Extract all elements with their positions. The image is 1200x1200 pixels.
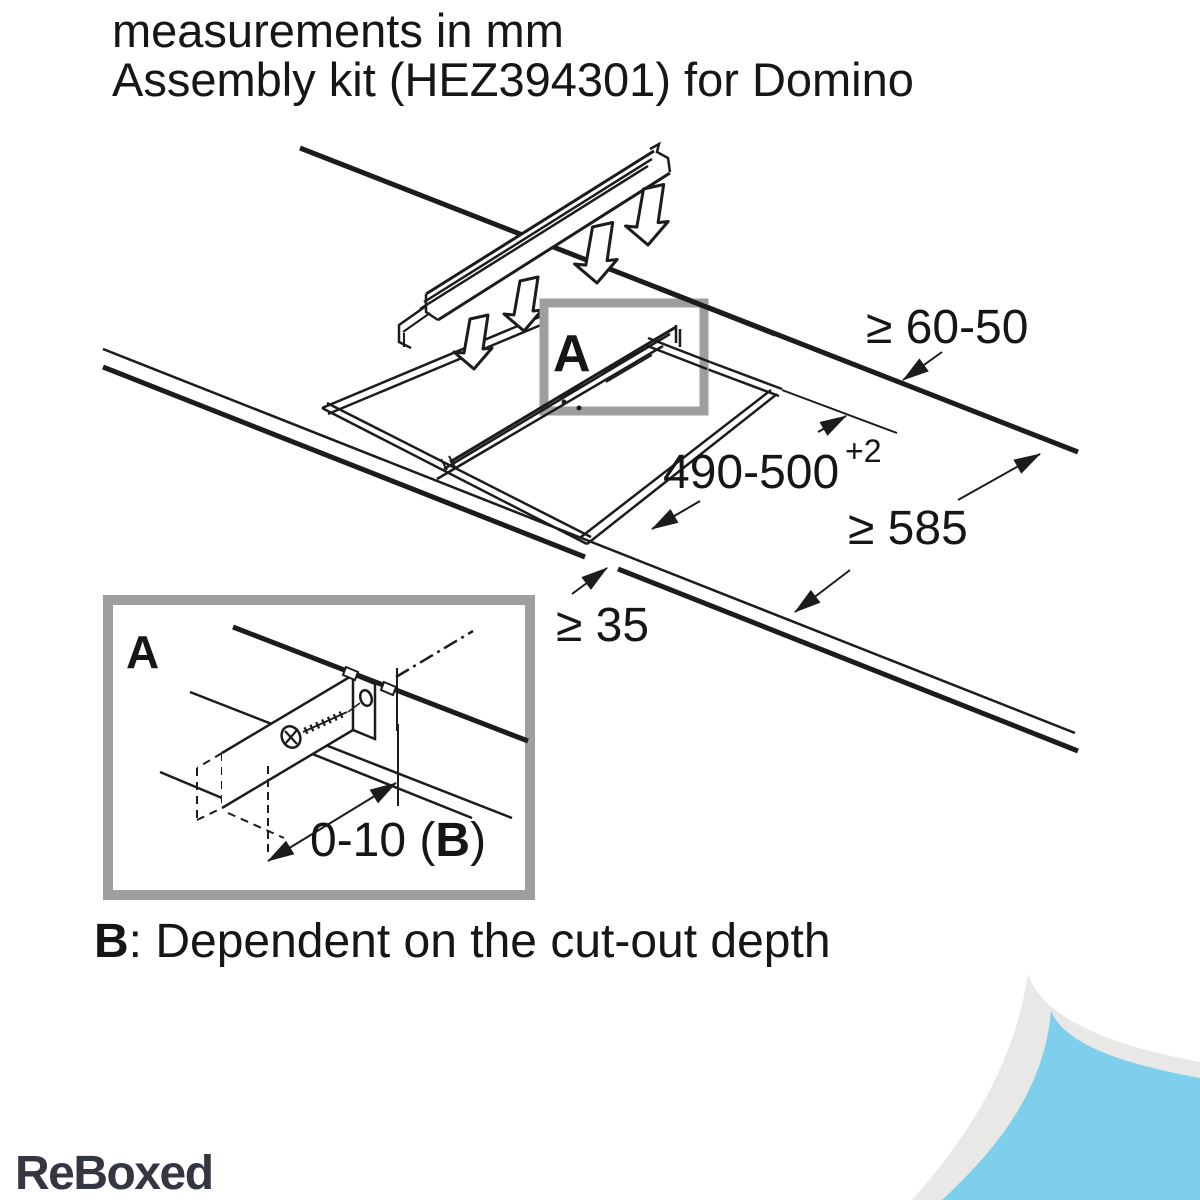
rail-end-cap [649,141,672,173]
dimension-front-distance: ≥ 35 [556,567,649,652]
footnote-bold: B [94,915,129,968]
dimension-cutout-depth-tolerance: +2 [845,433,881,469]
footnote-text: : Dependent on the cut-out depth [128,915,831,968]
down-arrow-icon [502,275,544,333]
dimension-cutout-depth: 490-500 +2 [651,415,881,530]
footnote: B: Dependent on the cut-out depth [94,914,831,969]
page-title: measurements in mm Assembly kit (HEZ3943… [112,6,914,104]
detail-dim-prefix: 0-10 ( [310,814,435,867]
rail-slot-mark [597,347,647,375]
rail-slot-mark [559,384,585,399]
down-arrow-icon [573,221,619,285]
rail-slot-mark [605,354,653,383]
title-line-kit: Assembly kit (HEZ394301) for Domino [112,53,914,106]
detail-dim-suffix: ) [470,814,486,867]
brand-logo: ReBoxed [15,1147,214,1200]
dimension-back-clearance: ≥ 60-50 [866,301,1028,381]
screw-hole [358,688,374,708]
dimension-worktop-depth: ≥ 585 [794,453,1041,613]
dimension-worktop-depth-label: ≥ 585 [848,502,968,555]
detail-view-label: A [126,626,159,678]
down-arrow-icon [624,183,670,247]
detail-dim-bold: B [435,814,470,867]
svg-text:0-10 (B): 0-10 (B) [310,814,486,867]
dimension-rail-offset: 0-10 (B) [267,724,486,867]
screw-icon [280,702,361,749]
rail-hole-dot [576,405,582,411]
down-arrow-icon [452,313,494,371]
cutout-outline [321,313,898,546]
rail-hole-dot [561,399,567,405]
page-curl-graphic [912,974,1200,1200]
center-axis-line [395,629,474,679]
worktop-edge-line [232,624,529,744]
dimension-cutout-depth-label: 490-500 [663,446,839,499]
page-curl-front [942,1011,1200,1200]
rail-hook-tab [379,680,398,697]
rail-left-end [424,294,439,322]
detail-marker-label: A [553,325,591,383]
mounted-rail [436,325,682,481]
title-line-units: measurements in mm [112,4,564,57]
detail-view-box: A [103,595,535,900]
insert-rail [397,141,672,350]
back-edge-extension-line [781,389,898,434]
dimension-back-clearance-label: ≥ 60-50 [866,301,1028,354]
dimension-front-distance-label: ≥ 35 [556,599,649,652]
rail-hook-tab [341,665,360,682]
